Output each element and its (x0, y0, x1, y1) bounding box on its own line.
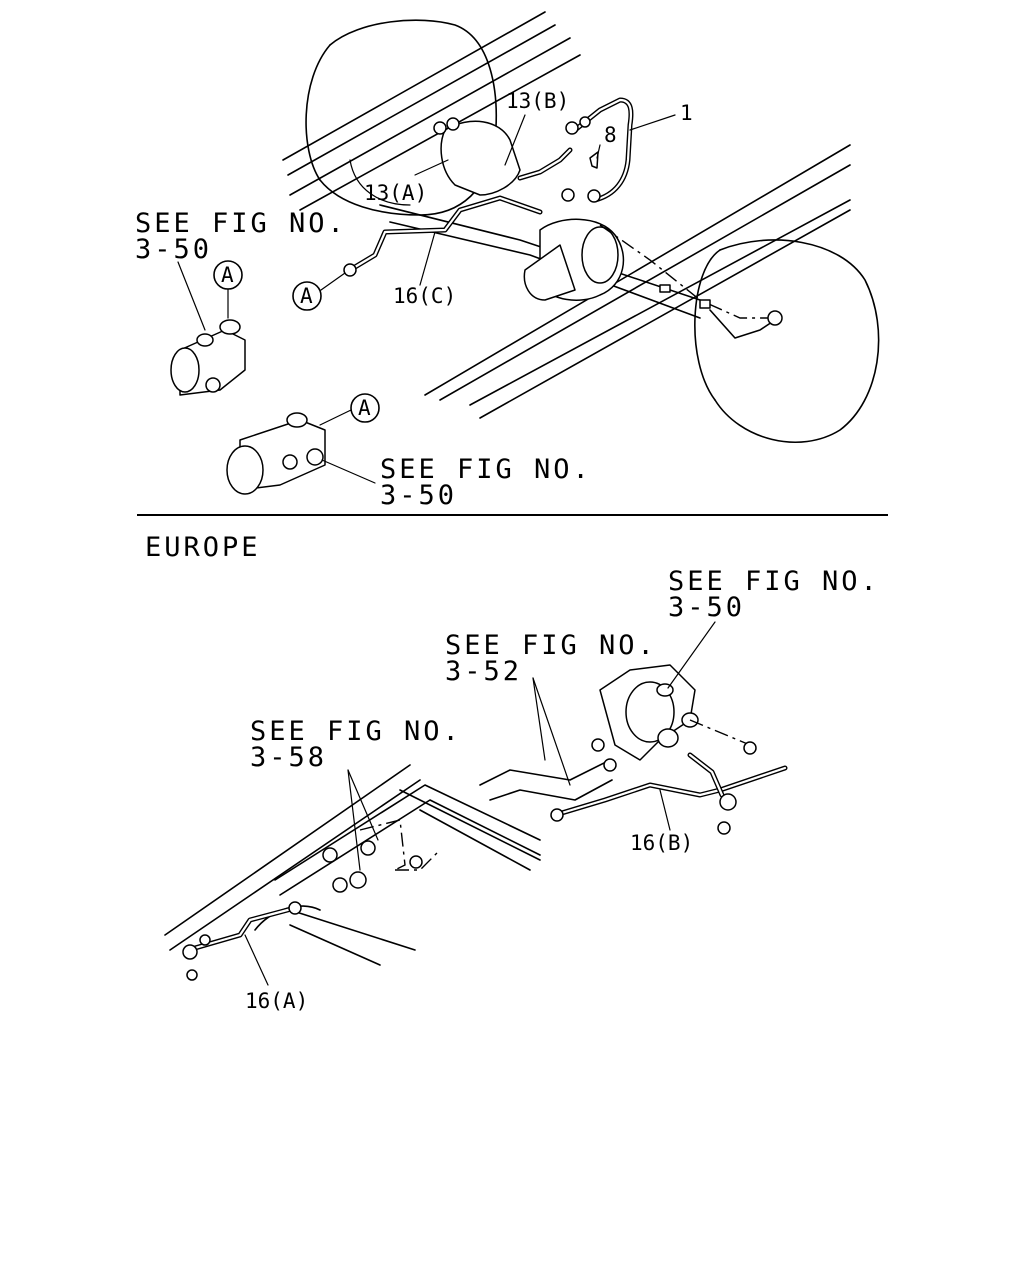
differential (523, 218, 625, 301)
marker-a-bottom: A (319, 393, 380, 426)
brake-valve-left (170, 319, 246, 396)
callout-16c: 16(C) (393, 284, 456, 308)
svg-text:A: A (300, 284, 313, 308)
brake-valve-bottom (226, 412, 326, 495)
callout-13a: 13(A) (364, 181, 427, 205)
europe-fittings (182, 738, 757, 981)
see-fig-label-left-line1: SEE FIG NO. (135, 208, 347, 239)
see-fig-3-52-line2: 3-52 (445, 656, 522, 687)
top-assembly: 1 8 13(B) 13(A) 16(C) A A SEE FIG NO. 3-… (135, 11, 880, 511)
callout-16b: 16(B) (630, 831, 693, 855)
see-fig-label-bottom-line1: SEE FIG NO. (380, 454, 592, 485)
see-fig-3-52-line1: SEE FIG NO. (445, 630, 657, 661)
top-fittings (343, 116, 783, 326)
lower-wheel (694, 239, 880, 443)
see-fig-label-left-line2: 3-50 (135, 234, 212, 265)
see-fig-3-58-line2: 3-58 (250, 742, 327, 773)
callout-1: 1 (680, 101, 693, 125)
see-fig-3-58-line1: SEE FIG NO. (250, 716, 462, 747)
marker-a-left: A (213, 260, 243, 319)
see-fig-label-bottom-line2: 3-50 (380, 480, 457, 511)
region-label: EUROPE (145, 532, 261, 563)
callout-13b: 13(B) (506, 89, 569, 113)
marker-a-pipe: A (292, 272, 346, 311)
callout-16a: 16(A) (245, 989, 308, 1013)
callout-8: 8 (604, 123, 617, 147)
see-fig-3-50-line2: 3-50 (668, 592, 745, 623)
see-fig-3-50-line1: SEE FIG NO. (668, 566, 880, 597)
europe-valve (599, 664, 699, 761)
svg-text:A: A (358, 396, 371, 420)
europe-assembly: EUROPE (145, 532, 880, 1013)
svg-text:A: A (221, 263, 234, 287)
